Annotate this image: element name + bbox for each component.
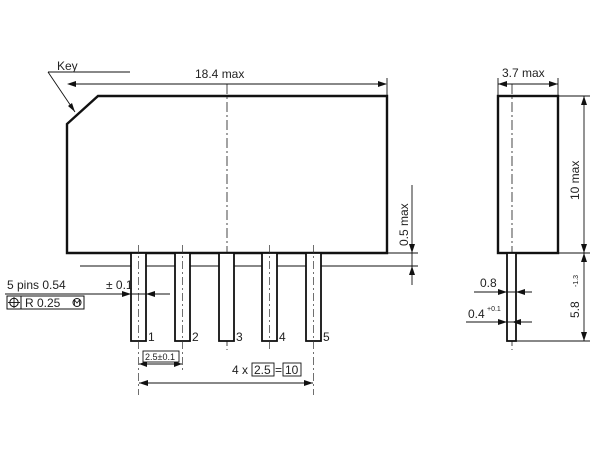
height-arrow-bottom xyxy=(581,244,587,253)
thickness-label: 0.8 xyxy=(480,276,497,290)
offset-tolerance: +0.1 xyxy=(487,306,501,313)
standoff-label: 0.5 max xyxy=(397,203,411,246)
pitch-arrow-left xyxy=(139,361,147,367)
pin-length-tolerance: -1.3 xyxy=(573,275,580,287)
key-arrowhead xyxy=(68,103,75,112)
thickness-arrow-left xyxy=(498,289,507,295)
position-tolerance-value: R 0.25 xyxy=(25,296,61,310)
pin-width-arrow xyxy=(122,291,131,297)
front-body xyxy=(65,94,389,255)
span-pitch-frame xyxy=(251,362,275,377)
pin-length-label: 5.8 xyxy=(568,301,582,318)
key-label: Key xyxy=(57,59,78,73)
pin-width-tolerance: ± 0.1 xyxy=(106,278,133,292)
offset-arrow-left xyxy=(498,319,507,325)
pin xyxy=(218,252,235,342)
width-arrow-right xyxy=(378,81,387,87)
offset-arrow-right xyxy=(512,319,521,325)
height-label: 10 max xyxy=(568,161,582,200)
span-prefix: 4 x xyxy=(232,363,248,377)
offset-label: 0.4 xyxy=(468,307,485,321)
pin-number: 1 xyxy=(148,330,155,344)
side-body xyxy=(496,94,560,255)
pin-group xyxy=(130,245,322,395)
span-arrow-right xyxy=(304,380,313,386)
span-arrow-left xyxy=(139,380,148,386)
pin-width-label: 5 pins 0.54 xyxy=(7,278,66,292)
depth-arrow-left xyxy=(498,81,507,87)
standoff-arrow-top xyxy=(409,244,415,253)
pitch-label: 2.5±0.1 xyxy=(145,352,175,362)
span-total-frame xyxy=(282,362,302,377)
pitch-arrow-right xyxy=(174,361,182,367)
span-equals: = xyxy=(275,363,282,377)
standoff-arrow-bottom xyxy=(409,266,415,275)
pin-number: 5 xyxy=(323,330,330,344)
width-arrow-left xyxy=(67,81,76,87)
pin-length-arrow-bottom xyxy=(581,332,587,341)
height-arrow-top xyxy=(581,96,587,105)
position-tolerance-frame xyxy=(6,295,85,310)
width-label: 18.4 max xyxy=(195,67,244,81)
side-lead xyxy=(506,252,517,342)
pin-width-arrow xyxy=(146,291,155,297)
pin-length-arrow-top xyxy=(581,253,587,262)
span-pitch: 2.5 xyxy=(254,363,271,377)
mmc-symbol-icon xyxy=(74,298,80,305)
pin-number: 2 xyxy=(192,330,199,344)
span-total: 10 xyxy=(285,363,299,377)
pin-number: 4 xyxy=(279,330,286,344)
pin-number: 3 xyxy=(236,330,243,344)
thickness-arrow-right xyxy=(516,289,525,295)
depth-label: 3.7 max xyxy=(502,66,545,80)
depth-arrow-right xyxy=(549,81,558,87)
mmc-symbol-icon xyxy=(72,298,82,307)
pitch-label-frame xyxy=(142,350,180,363)
